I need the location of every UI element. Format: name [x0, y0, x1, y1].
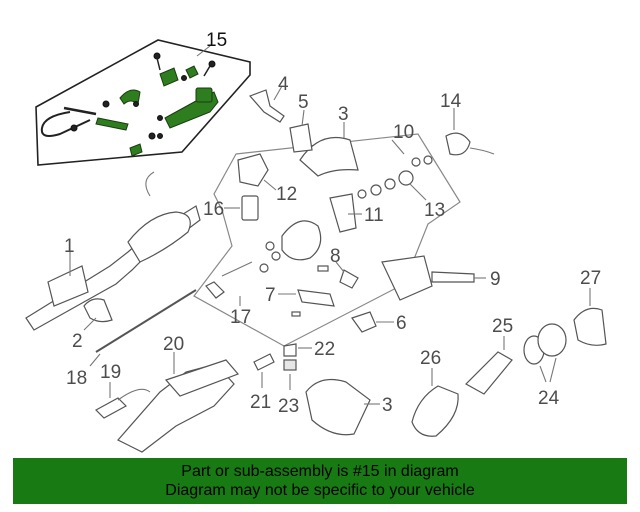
callout-3a: 3	[338, 104, 349, 125]
callout-11: 11	[364, 205, 384, 226]
callout-2: 2	[72, 331, 83, 352]
callout-7: 7	[265, 285, 276, 306]
callout-3b: 3	[382, 395, 393, 416]
part-22[interactable]: 22	[283, 339, 335, 360]
callout-10: 10	[393, 122, 414, 143]
callout-1: 1	[64, 236, 75, 257]
part-27[interactable]: 27	[573, 268, 607, 346]
part-7[interactable]: 7	[265, 285, 335, 307]
part-18-rod[interactable]: 18	[66, 289, 197, 389]
screw-icon	[70, 52, 216, 140]
callout-17: 17	[230, 307, 251, 328]
part-19[interactable]: 19	[95, 362, 151, 419]
part-2[interactable]: 2	[72, 298, 113, 352]
info-banner: Part or sub-assembly is #15 in diagram D…	[13, 458, 627, 504]
callout-14: 14	[440, 91, 462, 112]
part-9-switch[interactable]: 9	[381, 255, 501, 301]
callout-22: 22	[314, 339, 335, 360]
callout-18: 18	[66, 368, 87, 389]
part-13-leader	[409, 183, 427, 201]
callout-19: 19	[100, 362, 121, 383]
callout-5: 5	[298, 92, 309, 113]
part-26[interactable]: 26	[411, 348, 459, 437]
callout-27: 27	[580, 268, 601, 289]
part-8-leader	[335, 261, 345, 273]
callout-4: 4	[278, 74, 289, 95]
part-16[interactable]: 16	[203, 195, 259, 221]
part-4[interactable]: 4	[248, 74, 289, 123]
callout-24: 24	[538, 388, 560, 409]
callout-20: 20	[163, 334, 184, 355]
part-3-upper-cover[interactable]: 3	[299, 104, 359, 177]
part-23[interactable]: 23	[278, 359, 299, 417]
callout-15: 15	[206, 30, 227, 51]
banner-line-1: Part or sub-assembly is #15 in diagram	[181, 463, 459, 480]
callout-9: 9	[490, 269, 501, 290]
callout-16: 16	[203, 199, 224, 220]
part-10-group[interactable]: 10	[193, 122, 461, 347]
callout-26: 26	[420, 348, 441, 369]
part-1-steering-column[interactable]: 1	[25, 171, 201, 331]
callout-25: 25	[492, 316, 513, 337]
part-5[interactable]: 5	[289, 92, 313, 153]
part-14[interactable]: 14	[440, 91, 495, 156]
part-21[interactable]: 21	[250, 353, 275, 413]
part-25[interactable]: 25	[465, 316, 513, 395]
part-20-lower-column[interactable]: 20	[117, 334, 240, 453]
callout-13: 13	[424, 200, 445, 221]
callout-8: 8	[330, 246, 341, 267]
callout-23: 23	[278, 396, 299, 417]
part-15-assembly[interactable]: 15	[35, 30, 251, 166]
banner-line-2: Diagram may not be specific to your vehi…	[165, 482, 475, 499]
callout-6: 6	[396, 313, 407, 334]
part-3-lower-cover[interactable]: 3	[305, 379, 393, 436]
callout-12: 12	[276, 184, 297, 205]
callout-21: 21	[250, 392, 271, 413]
steering-column-parts-diagram: 15 10 1 2	[25, 30, 607, 453]
part-6[interactable]: 6	[351, 311, 407, 334]
part-24[interactable]: 24	[523, 323, 567, 409]
part-12-leader	[263, 179, 277, 191]
